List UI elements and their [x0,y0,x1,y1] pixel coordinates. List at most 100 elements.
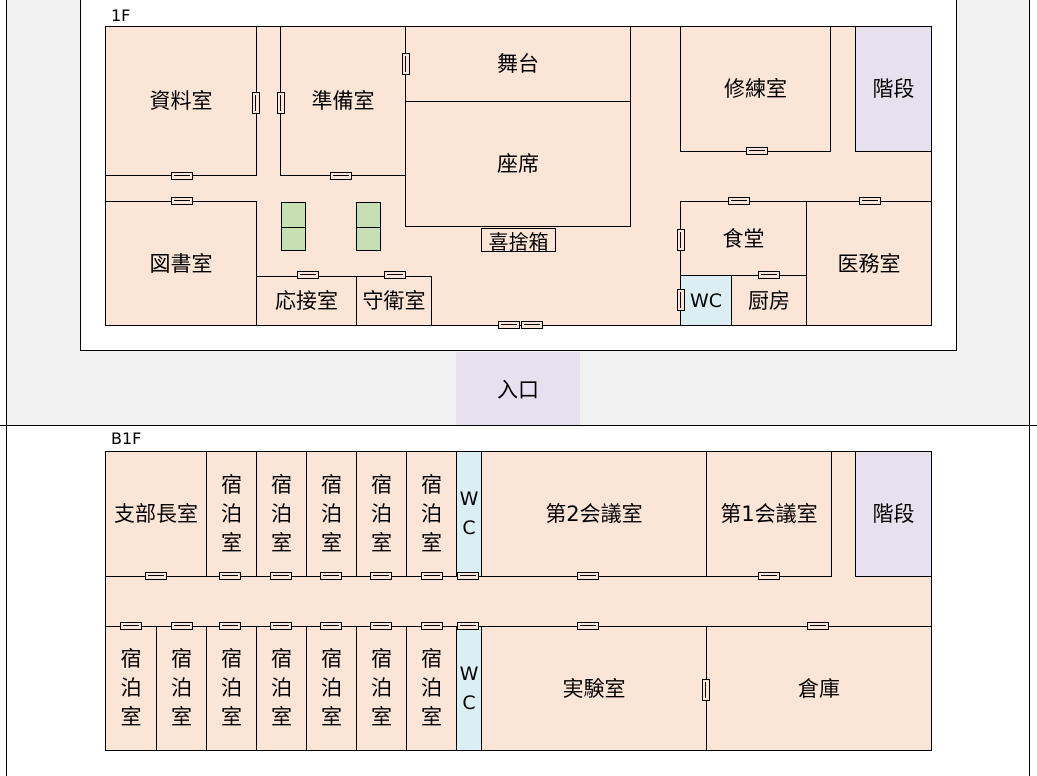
door-shukuhaku-bottom-6-north[interactable] [370,622,392,630]
door-butai-west[interactable] [402,53,410,75]
door-shukuhaku-bottom-3-north[interactable] [219,622,241,630]
door-junbishitsu-west[interactable] [277,92,285,114]
door-junbishitsu-south[interactable] [330,172,352,180]
offering-box[interactable]: 喜捨箱 [481,228,556,254]
door-shukuhaku-bottom-1-north[interactable] [120,622,142,630]
room-shukuhakushitsu-bottom-2[interactable]: 宿 泊 室 [156,626,207,751]
room-shukuhakushitsu-top-5[interactable]: 宿 泊 室 [406,451,457,577]
room-chubo[interactable]: 厨房 [731,275,807,326]
room-imushitsu[interactable]: 医務室 [806,201,932,326]
room-label: 宿 泊 室 [421,647,442,729]
room-shukuhakushitsu-bottom-5[interactable]: 宿 泊 室 [306,626,357,751]
door-shukuhaku-top-1-south[interactable] [219,572,241,580]
room-shukuhakushitsu-top-3[interactable]: 宿 泊 室 [306,451,357,577]
door-imushitsu-north[interactable] [859,197,881,205]
offering-box-label: 喜捨箱 [488,229,549,254]
door-shukuhaku-top-3-south[interactable] [320,572,342,580]
room-label: 医務室 [837,251,901,276]
door-jikkenshitsu-north[interactable] [577,622,599,630]
room-soko[interactable]: 倉庫 [706,626,932,751]
door-toshoshitsu-north[interactable] [171,197,193,205]
room-label: 食堂 [722,226,765,251]
room-wc-1f[interactable]: WC [680,275,732,326]
door-shukuhaku-bottom-2-north[interactable] [171,622,193,630]
door-dai2kaigishitsu-south[interactable] [577,572,599,580]
room-label: 宿 泊 室 [421,472,442,555]
door-shiryoshitsu-junbishitsu[interactable] [252,92,260,114]
door-shokudo-west[interactable] [677,229,685,251]
floor-b1f-label: B1F [111,429,142,448]
door-shukuhaku-bottom-7-north[interactable] [421,622,443,630]
door-wc-b1f-top-south[interactable] [457,572,479,580]
room-label: 宿 泊 室 [221,647,242,729]
room-shukuhakushitsu-bottom-3[interactable]: 宿 泊 室 [206,626,257,751]
room-label: WC [689,289,723,312]
room-label: W C [459,488,479,539]
door-shibuchoshitsu-south[interactable] [145,572,167,580]
room-kaidan-b1f[interactable]: 階段 [855,451,932,577]
room-label: 支部長室 [114,502,198,526]
entrance[interactable]: 入口 [456,352,580,425]
room-jikkenshitsu[interactable]: 実験室 [481,626,707,751]
room-label: 倉庫 [798,676,840,701]
room-shukuhakushitsu-bottom-7[interactable]: 宿 泊 室 [406,626,457,751]
room-shibuchoshitsu[interactable]: 支部長室 [105,451,207,577]
room-wc-b1f-bottom[interactable]: W C [456,626,482,751]
room-label: 階段 [872,77,915,101]
room-junbishitsu[interactable]: 準備室 [280,26,406,176]
door-osetsushitsu-north[interactable] [297,271,319,279]
room-label: 宿 泊 室 [321,647,342,729]
room-label: 第2会議室 [545,502,643,526]
door-shiryoshitsu-south[interactable] [171,172,193,180]
room-dai2kaigishitsu[interactable]: 第2会議室 [481,451,707,577]
room-shukuhakushitsu-bottom-4[interactable]: 宿 泊 室 [256,626,307,751]
door-soko-north[interactable] [807,622,829,630]
room-label: 修練室 [724,77,787,101]
door-wc-1f-west[interactable] [677,289,685,311]
room-dai1kaigishitsu[interactable]: 第1会議室 [706,451,832,577]
room-label: 応接室 [275,289,338,313]
room-label: 資料室 [149,89,213,113]
room-shukuhakushitsu-bottom-6[interactable]: 宿 泊 室 [356,626,407,751]
room-zaseki[interactable]: 座席 [405,101,631,227]
room-shueishitsu[interactable]: 守衛室 [356,276,432,326]
door-wc-b1f-bottom-north[interactable] [457,622,479,630]
room-label: 厨房 [748,288,790,313]
door-main-right[interactable] [521,321,543,329]
room-shurenshitsu[interactable]: 修練室 [680,26,831,152]
floor-1f-label: 1F [111,6,131,25]
door-shukuhaku-top-2-south[interactable] [270,572,292,580]
door-shueishitsu-north[interactable] [384,271,406,279]
garden-planter-right [356,202,381,251]
door-dai1kaigishitsu-south[interactable] [758,572,780,580]
room-label: 宿 泊 室 [271,647,292,729]
room-label: 第1会議室 [720,502,818,526]
room-shukuhakushitsu-top-4[interactable]: 宿 泊 室 [356,451,407,577]
room-label: 宿 泊 室 [120,647,142,729]
room-butai[interactable]: 舞台 [405,26,631,102]
room-label: 守衛室 [362,289,426,313]
room-kaidan-1f[interactable]: 階段 [855,26,932,152]
door-shokudo-north[interactable] [728,197,750,205]
room-shukuhakushitsu-top-1[interactable]: 宿 泊 室 [206,451,257,577]
door-shukuhaku-top-4-south[interactable] [370,572,392,580]
room-toshoshitsu[interactable]: 図書室 [105,201,257,326]
room-wc-b1f-top[interactable]: W C [456,451,482,577]
door-jikkenshitsu-soko[interactable] [702,679,710,701]
door-shurenshitsu-south[interactable] [746,147,768,155]
room-label: 準備室 [311,89,375,113]
room-osetsushitsu[interactable]: 応接室 [256,276,357,326]
door-chubo-north[interactable] [758,271,780,279]
room-label: 宿 泊 室 [221,472,242,555]
room-shukuhakushitsu-bottom-1[interactable]: 宿 泊 室 [105,626,157,751]
door-main-left[interactable] [498,321,520,329]
room-shokudo[interactable]: 食堂 [680,201,807,276]
room-label: 舞台 [497,52,539,76]
room-shiryoshitsu[interactable]: 資料室 [105,26,257,176]
room-shukuhakushitsu-top-2[interactable]: 宿 泊 室 [256,451,307,577]
door-shukuhaku-bottom-5-north[interactable] [320,622,342,630]
room-label: 図書室 [149,251,213,276]
door-shukuhaku-top-5-south[interactable] [421,572,443,580]
door-shukuhaku-bottom-4-north[interactable] [270,622,292,630]
room-label: 実験室 [562,676,626,701]
